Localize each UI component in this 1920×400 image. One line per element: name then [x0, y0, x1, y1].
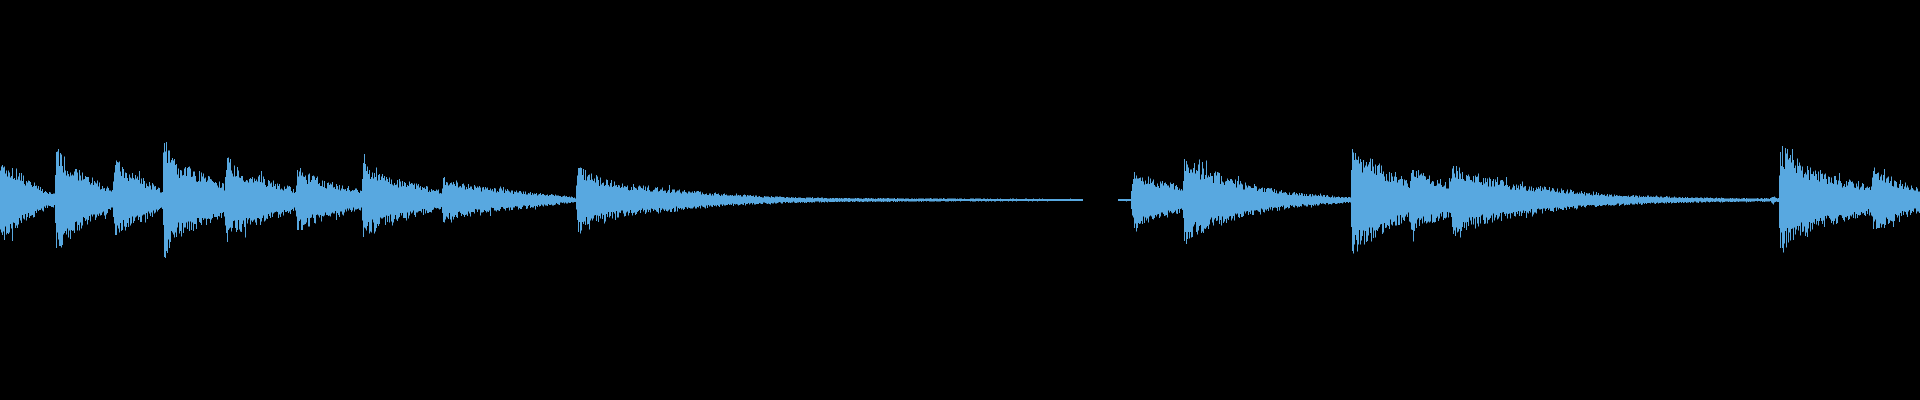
waveform-path	[0, 142, 1920, 258]
